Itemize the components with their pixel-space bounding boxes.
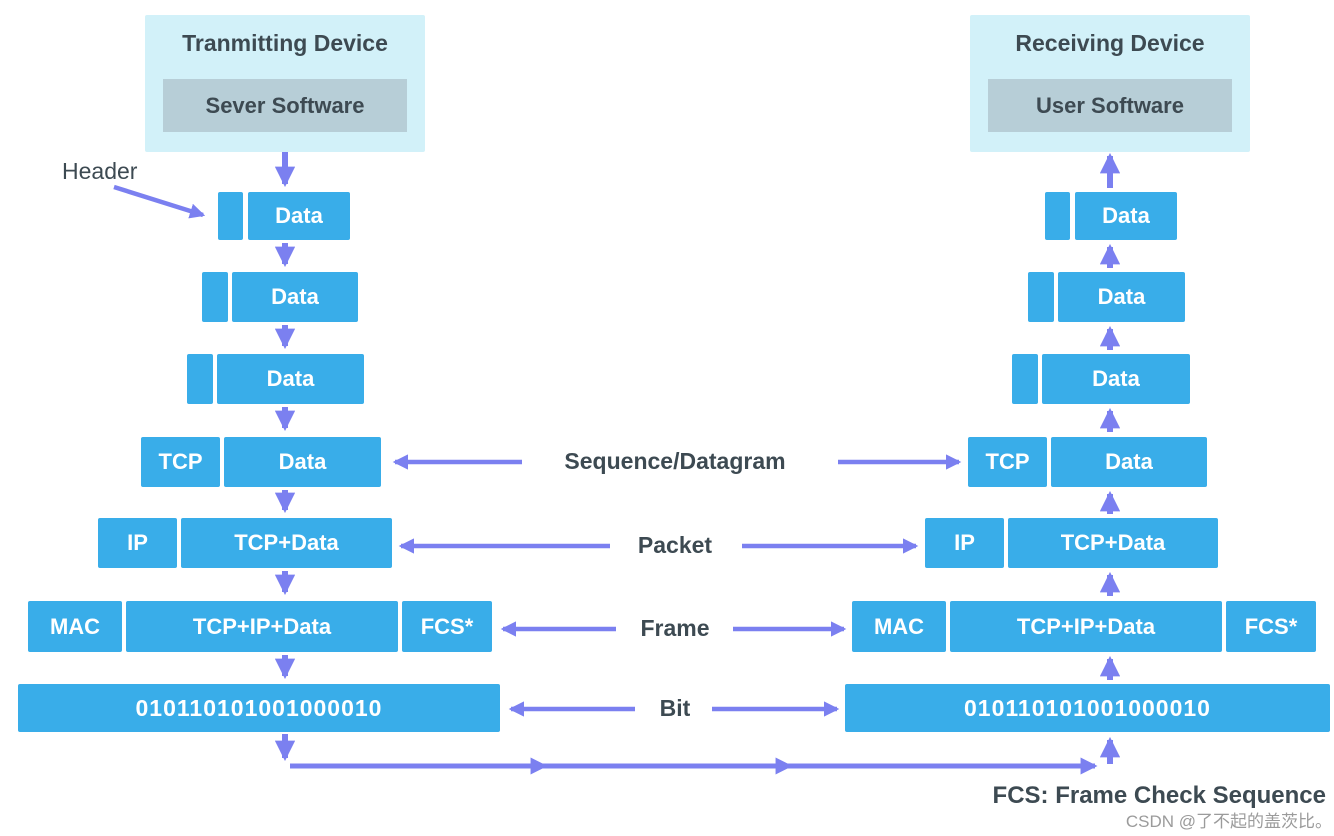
- tx-ip-segment: IP: [98, 518, 177, 568]
- tx-ip-payload-segment: TCP+Data: [181, 518, 392, 568]
- rx-row1-header-segment: [1045, 192, 1070, 240]
- tx-row2-data-segment: Data: [232, 272, 358, 322]
- sequence-datagram-label: Sequence/Datagram: [564, 448, 786, 474]
- transmitting-device-box: Tranmitting Device Sever Software: [145, 15, 425, 152]
- rx-row2-header-segment: [1028, 272, 1054, 322]
- receiving-device-box: Receiving Device User Software: [970, 15, 1250, 152]
- rx-fcs-segment: FCS*: [1226, 601, 1316, 652]
- tx-row3-data-segment: Data: [217, 354, 364, 404]
- tx-row3-header-segment: [187, 354, 213, 404]
- fcs-footnote: FCS: Frame Check Sequence: [992, 782, 1326, 809]
- tx-frame-payload-segment: TCP+IP+Data: [126, 601, 398, 652]
- tx-row1-header-segment: [218, 192, 243, 240]
- rx-mac-segment: MAC: [852, 601, 946, 652]
- rx-tcp-data-segment: Data: [1051, 437, 1207, 487]
- rx-ip-segment: IP: [925, 518, 1004, 568]
- transmitting-device-title: Tranmitting Device: [182, 30, 388, 56]
- layer-label-arrows: [392, 454, 962, 717]
- user-software-box: User Software: [988, 79, 1232, 132]
- tx-tcp-data-segment: Data: [224, 437, 381, 487]
- bit-label: Bit: [659, 695, 691, 721]
- rx-row3-header-segment: [1012, 354, 1038, 404]
- tx-row1-data-segment: Data: [248, 192, 350, 240]
- packet-label: Packet: [637, 532, 713, 558]
- server-software-box: Sever Software: [163, 79, 407, 132]
- rx-row3-data-segment: Data: [1042, 354, 1190, 404]
- tx-row2-header-segment: [202, 272, 228, 322]
- rx-tcp-segment: TCP: [968, 437, 1047, 487]
- tx-bitstream-box: 010110101001000010: [18, 684, 500, 732]
- csdn-watermark: CSDN @了不起的盖茨比。: [1125, 812, 1332, 831]
- header-pointer-arrow: [113, 184, 206, 219]
- receiving-device-title: Receiving Device: [1015, 30, 1205, 56]
- rx-frame-payload-segment: TCP+IP+Data: [950, 601, 1222, 652]
- tx-tcp-segment: TCP: [141, 437, 220, 487]
- tx-fcs-segment: FCS*: [402, 601, 492, 652]
- tx-mac-segment: MAC: [28, 601, 122, 652]
- rx-row2-data-segment: Data: [1058, 272, 1185, 322]
- rx-row1-data-segment: Data: [1075, 192, 1177, 240]
- rx-bitstream-box: 010110101001000010: [845, 684, 1330, 732]
- rx-ip-payload-segment: TCP+Data: [1008, 518, 1218, 568]
- frame-label: Frame: [640, 615, 710, 641]
- header-label: Header: [62, 158, 138, 184]
